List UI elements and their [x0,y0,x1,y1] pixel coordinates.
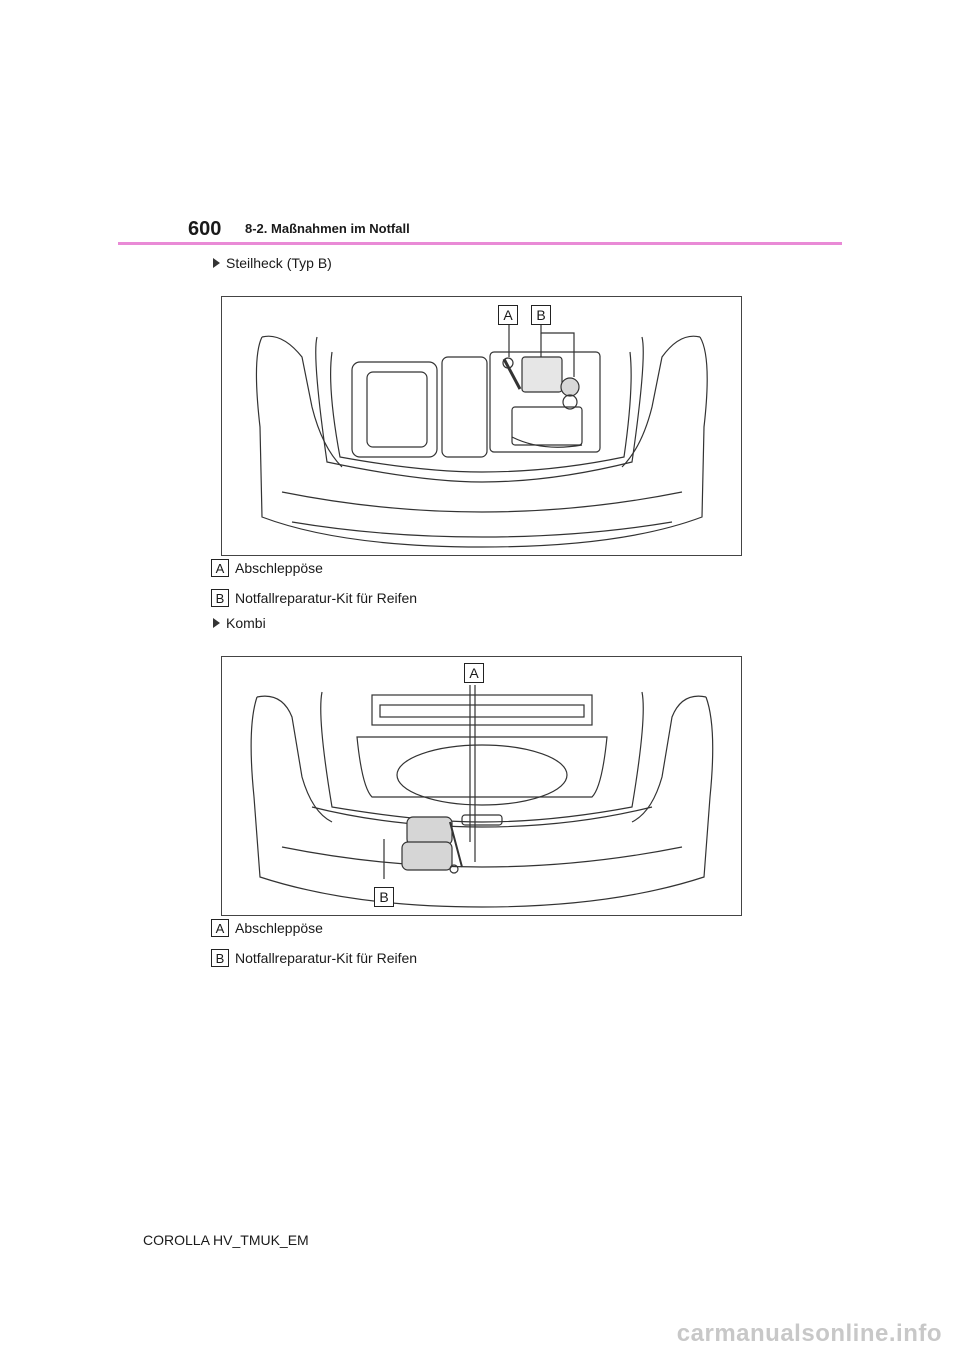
legend-text-b: Notfallreparatur-Kit für Reifen [235,950,418,966]
section-title: 8-2. Maßnahmen im Notfall [245,221,410,236]
wagon-trunk-illustration: A B [221,656,742,916]
legend-key-b: B [211,589,229,607]
hatchback-trunk-drawing [255,319,708,548]
callout-b: B [531,305,551,325]
watermark-logo: carmanualsonline.info [676,1320,942,1347]
legend-item-a: A Abschleppöse [211,919,323,937]
footer-model-code: COROLLA HV_TMUK_EM [143,1232,309,1248]
section-heading-wagon: Kombi [213,615,266,631]
legend-key-a: A [211,559,229,577]
bullet-arrow-icon [213,618,220,628]
callout-b: B [374,887,394,907]
section-heading-hatchback: Steilheck (Typ B) [213,255,332,271]
legend-key-a: A [211,919,229,937]
legend-item-b: B Notfallreparatur-Kit für Reifen [211,589,417,607]
wagon-trunk-drawing [250,685,714,908]
legend-text-a: Abschleppöse [235,560,323,576]
callout-a: A [498,305,518,325]
section-heading-label: Steilheck (Typ B) [226,255,332,271]
legend-key-b: B [211,949,229,967]
hatchback-trunk-illustration: A B [221,296,742,556]
legend-item-b: B Notfallreparatur-Kit für Reifen [211,949,417,967]
legend-text-b: Notfallreparatur-Kit für Reifen [235,590,418,606]
callout-a: A [464,663,484,683]
section-heading-label: Kombi [226,615,266,631]
header-rule [118,242,842,245]
legend-item-a: A Abschleppöse [211,559,323,577]
bullet-arrow-icon [213,258,220,268]
legend-text-a: Abschleppöse [235,920,323,936]
page-number: 600 [188,218,222,240]
